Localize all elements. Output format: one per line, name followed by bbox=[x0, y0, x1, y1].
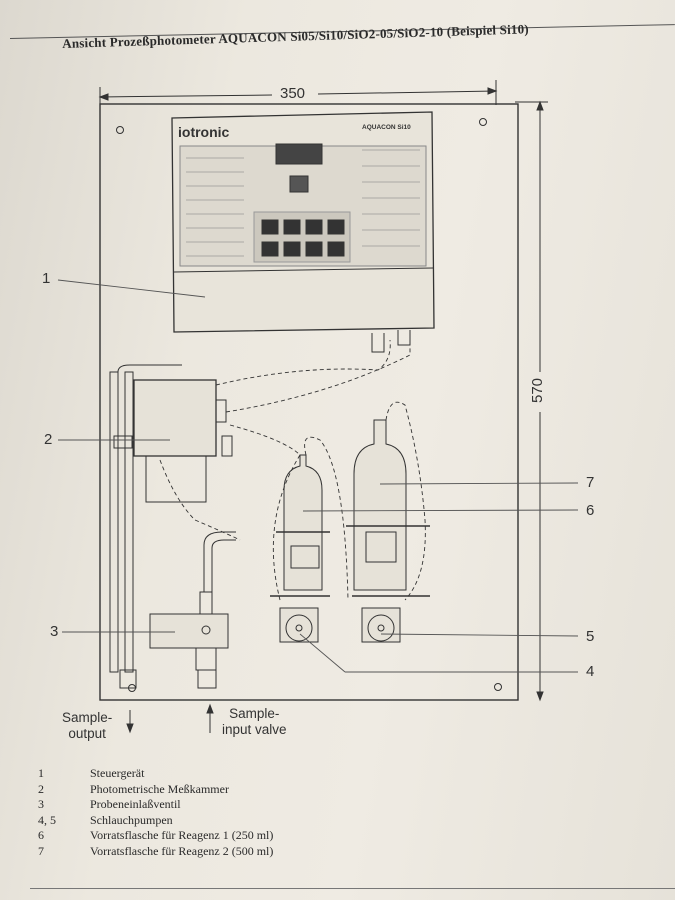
inlet-valve-port bbox=[201, 625, 211, 635]
dim-arrow-left bbox=[98, 93, 109, 101]
hose-7 bbox=[159, 459, 241, 541]
inlet-valve-top bbox=[199, 591, 213, 615]
inlet-pipe-inner bbox=[211, 539, 236, 592]
tube-top-left bbox=[117, 364, 182, 373]
mount-hole-tl bbox=[116, 126, 124, 134]
pump-1-rotor bbox=[285, 614, 313, 642]
leader-7 bbox=[379, 482, 579, 485]
photometer-head bbox=[133, 379, 217, 457]
controller-display bbox=[275, 143, 323, 165]
leader-5 bbox=[380, 633, 579, 637]
mount-hole-br bbox=[494, 683, 502, 691]
device-brand: iotronic bbox=[178, 124, 230, 140]
cable-gland-right bbox=[397, 330, 411, 346]
hose-4 bbox=[272, 454, 301, 601]
leader-1 bbox=[57, 279, 206, 298]
inlet-valve-body bbox=[149, 613, 229, 649]
dim-height-label: 570 bbox=[529, 377, 547, 404]
callout-1: 1 bbox=[42, 270, 51, 287]
mode-button bbox=[289, 175, 309, 193]
chamber-side-fitting bbox=[221, 435, 233, 457]
reagent-bottle-1 bbox=[283, 454, 323, 591]
callout-4: 4 bbox=[586, 663, 595, 680]
dim-arrow-top bbox=[536, 100, 544, 111]
mounting-plate bbox=[99, 103, 519, 701]
bottle-2-label bbox=[365, 531, 397, 563]
tube-left-outer bbox=[109, 371, 119, 673]
dim-width-line-right bbox=[317, 90, 497, 95]
hose-6 bbox=[304, 436, 349, 601]
hose-1 bbox=[215, 339, 391, 386]
reagent-bottle-2 bbox=[353, 419, 407, 591]
bottle-1-label bbox=[290, 545, 320, 569]
dim-arrow-bottom bbox=[536, 691, 544, 702]
callout-7: 7 bbox=[586, 474, 595, 491]
device-model: AQUACON Si10 bbox=[362, 124, 411, 131]
pump-2-rotor bbox=[367, 614, 395, 642]
controller-front-split bbox=[173, 267, 434, 273]
leader-4a bbox=[299, 633, 346, 673]
bottom-rule bbox=[30, 888, 675, 889]
leader-6 bbox=[302, 509, 579, 512]
mount-hole-tr bbox=[479, 118, 487, 126]
dim-arrow-right bbox=[487, 87, 498, 95]
arrow-input-head bbox=[206, 703, 214, 714]
hose-2 bbox=[225, 345, 411, 413]
photometer-body bbox=[145, 455, 207, 503]
cable-gland-left bbox=[371, 333, 385, 353]
dim-width-line-left bbox=[99, 94, 273, 98]
callout-2: 2 bbox=[44, 431, 53, 448]
callout-3: 3 bbox=[50, 623, 59, 640]
callout-5: 5 bbox=[586, 628, 595, 645]
dim-width-label: 350 bbox=[280, 85, 306, 102]
sample-input-label: Sample- input valve bbox=[222, 706, 287, 737]
tube-left-inner bbox=[124, 371, 134, 673]
inlet-fitting bbox=[197, 669, 217, 689]
arrow-output-head bbox=[126, 723, 134, 734]
hose-5 bbox=[385, 401, 426, 601]
inlet-pipe bbox=[203, 531, 236, 592]
chamber-fitting bbox=[215, 399, 227, 423]
chamber-clamp bbox=[113, 435, 133, 449]
outlet-fitting bbox=[119, 669, 137, 689]
inlet-valve-bottom bbox=[195, 647, 217, 671]
sample-output-label: Sample- output bbox=[62, 710, 113, 741]
callout-6: 6 bbox=[586, 502, 595, 519]
hose-3 bbox=[229, 424, 301, 456]
